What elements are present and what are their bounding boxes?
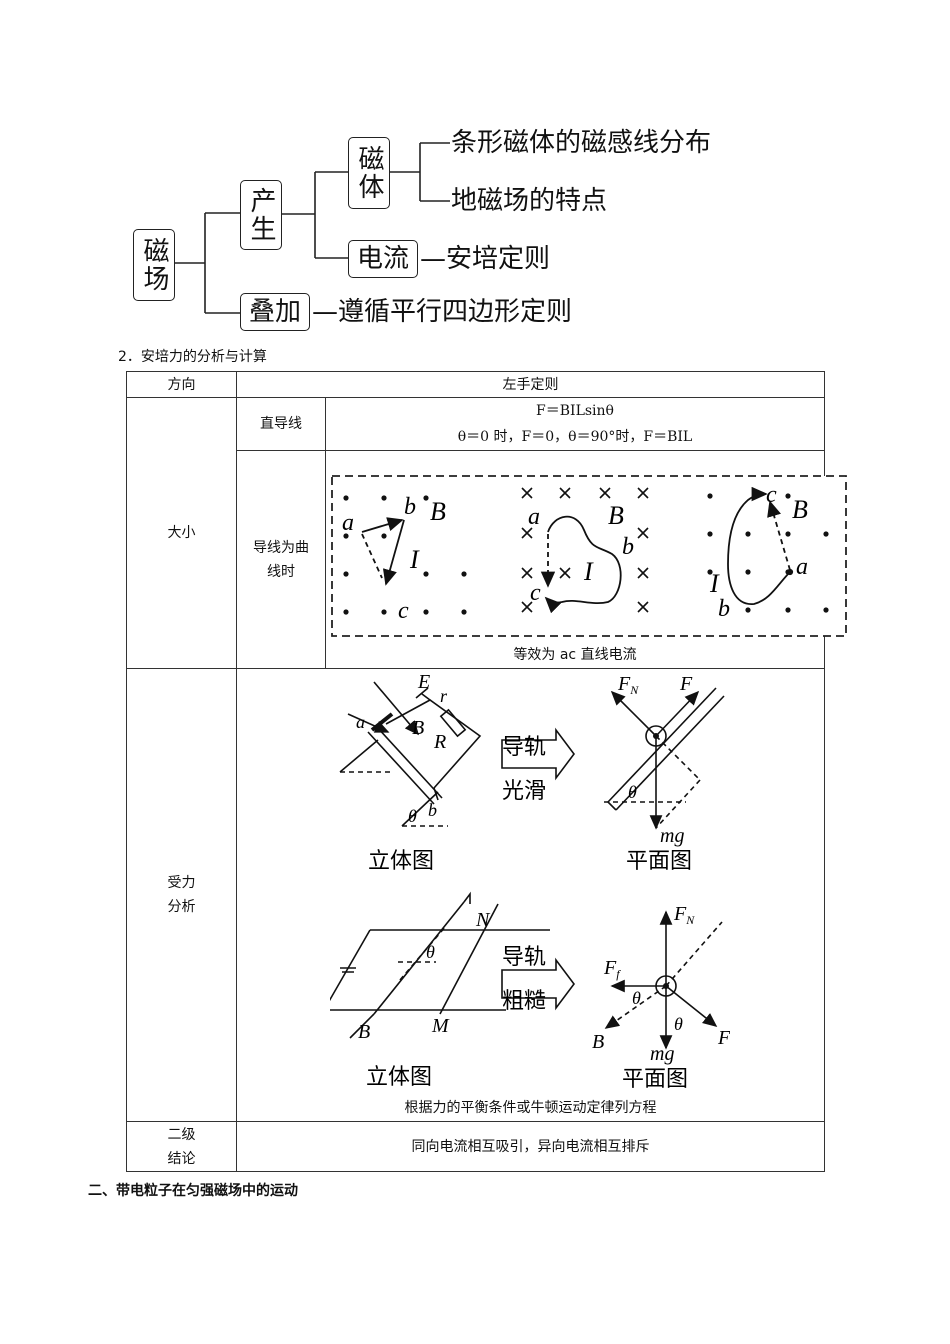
force-analysis-label: 受力分析: [167, 875, 196, 915]
rough-plane-conductor-dot: [663, 983, 669, 989]
panel1-dots: [343, 495, 467, 615]
mindmap-current-label: 电流: [356, 244, 409, 274]
mindmap-current-item: —安培定则: [420, 244, 551, 274]
panel3-label-B: B: [792, 495, 808, 524]
label-FN-rough: FN: [673, 903, 695, 927]
panel3-dots: [707, 493, 829, 613]
panel2-crosses: [521, 487, 649, 613]
force-analysis-figure: E r R B a b θ 立体图 导轨 光滑 FN F θ mg 平面图: [330, 671, 730, 1092]
panel1-label-b: b: [404, 494, 416, 520]
label-mg-rough: mg: [650, 1043, 674, 1065]
label-a: a: [356, 712, 365, 732]
label-F-smooth: F: [679, 673, 693, 695]
panel2-label-I: I: [583, 557, 594, 586]
panel2-label-B: B: [608, 501, 624, 530]
label-F-rough: F: [717, 1027, 730, 1049]
rough-arrow: [501, 957, 575, 1011]
mindmap-root-box: 磁场: [133, 229, 175, 301]
smooth-arrow-line2: 光滑: [502, 779, 546, 804]
panel1-label-a: a: [342, 510, 354, 536]
panel2-label-a: a: [528, 504, 540, 530]
panel2-label-c: c: [530, 580, 541, 606]
label-B-3d: B: [412, 717, 424, 739]
label-B-plane: B: [592, 1031, 604, 1053]
panel2-label-b: b: [622, 534, 634, 560]
mindmap-superpose-box: 叠加: [240, 293, 310, 331]
mindmap-magnet-label: 磁体: [354, 145, 384, 201]
label-E: E: [417, 671, 430, 693]
label-theta-smooth: θ: [628, 782, 637, 802]
label-r: r: [440, 686, 448, 706]
panel3-wire: [727, 486, 794, 605]
mindmap-magnet-box: 磁体: [348, 137, 390, 209]
panel3-label-c: c: [766, 482, 777, 508]
curved-wire-panel: [331, 475, 847, 637]
smooth-plane-conductor-dot: [653, 733, 659, 739]
section-2-heading: 2．安培力的分析与计算: [118, 349, 267, 365]
smooth-plane-diagram: [604, 687, 725, 830]
force-analysis-note: 根据力的平衡条件或牛顿运动定律列方程: [404, 1100, 657, 1116]
rough-arrow-line2: 粗糙: [502, 989, 546, 1014]
mindmap-magnet-item-1: 条形磁体的磁感线分布: [451, 128, 712, 158]
label-theta-rough-3d: θ: [426, 942, 435, 962]
row-size-label: 大小: [126, 397, 237, 669]
label-B-rough: B: [358, 1021, 370, 1043]
smooth-3d-caption: 立体图: [368, 849, 434, 874]
mindmap-superpose-label: 叠加: [248, 297, 301, 327]
mindmap-current-box: 电流: [348, 240, 418, 278]
label-mg-smooth: mg: [660, 825, 684, 847]
panel3-label-I: I: [709, 569, 720, 598]
straight-wire-formula: F＝BILsinθ: [536, 403, 614, 419]
panel3-label-b: b: [718, 596, 730, 622]
panel1-label-B: B: [430, 497, 446, 526]
mindmap-root-label: 磁场: [139, 237, 169, 293]
rough-3d-diagram: [330, 891, 550, 1039]
conclusion-label-cell: 二级结论: [126, 1121, 237, 1172]
curved-wire-note: 等效为 ac 直线电流: [513, 647, 637, 663]
panel3-label-a: a: [796, 554, 808, 580]
straight-wire-formula-cell: F＝BILsinθ θ＝0 时，F＝0，θ＝90°时，F＝BIL: [325, 397, 825, 451]
rough-plane-caption: 平面图: [622, 1067, 688, 1092]
straight-wire-cases: θ＝0 时，F＝0，θ＝90°时，F＝BIL: [457, 429, 693, 445]
label-R: R: [433, 731, 446, 753]
label-theta-3d: θ: [408, 806, 417, 826]
rough-plane-diagram: [604, 910, 723, 1050]
row-direction-label: 方向: [126, 371, 237, 398]
curved-wire-figure: a b B I c a B b I c c B a I b: [331, 475, 847, 637]
curved-wire-label: 导线为曲线时: [253, 539, 309, 580]
smooth-plane-caption: 平面图: [626, 849, 692, 874]
label-b: b: [428, 800, 437, 820]
label-FN-smooth: FN: [617, 673, 639, 697]
panel1-label-I: I: [409, 545, 420, 574]
label-N: N: [475, 909, 491, 931]
label-theta-rough-2: θ: [674, 1014, 683, 1034]
label-Ff-rough: Ff: [603, 957, 621, 981]
rough-arrow-line1: 导轨: [502, 945, 546, 970]
conclusion-label: 二级结论: [167, 1126, 196, 1167]
straight-wire-label: 直导线: [236, 397, 326, 451]
mindmap-produce-label: 产生: [246, 187, 276, 243]
mindmap-connectors: [174, 142, 450, 314]
label-theta-rough-1: θ: [632, 988, 641, 1008]
mindmap-magnet-item-2: 地磁场的特点: [451, 186, 608, 216]
conclusion-value: 同向电流相互吸引，异向电流相互排斥: [236, 1121, 825, 1172]
smooth-arrow: [501, 727, 575, 781]
panel1-label-c: c: [398, 598, 409, 624]
smooth-3d-diagram: [339, 681, 482, 827]
panel1-wire: [361, 517, 405, 586]
rough-3d-caption: 立体图: [366, 1065, 432, 1090]
curved-wire-label-cell: 导线为曲线时: [236, 450, 326, 669]
panel2-wire: [540, 515, 622, 614]
label-M: M: [431, 1015, 450, 1037]
mindmap-superpose-item: —遵循平行四边形定则: [312, 297, 573, 327]
section-heading-charged-particle: 二、带电粒子在匀强磁场中的运动: [88, 1183, 298, 1199]
mindmap-produce-box: 产生: [240, 180, 282, 250]
row-direction-value: 左手定则: [236, 371, 825, 398]
smooth-arrow-line1: 导轨: [502, 735, 546, 760]
force-analysis-label-cell: 受力分析: [126, 668, 237, 1122]
